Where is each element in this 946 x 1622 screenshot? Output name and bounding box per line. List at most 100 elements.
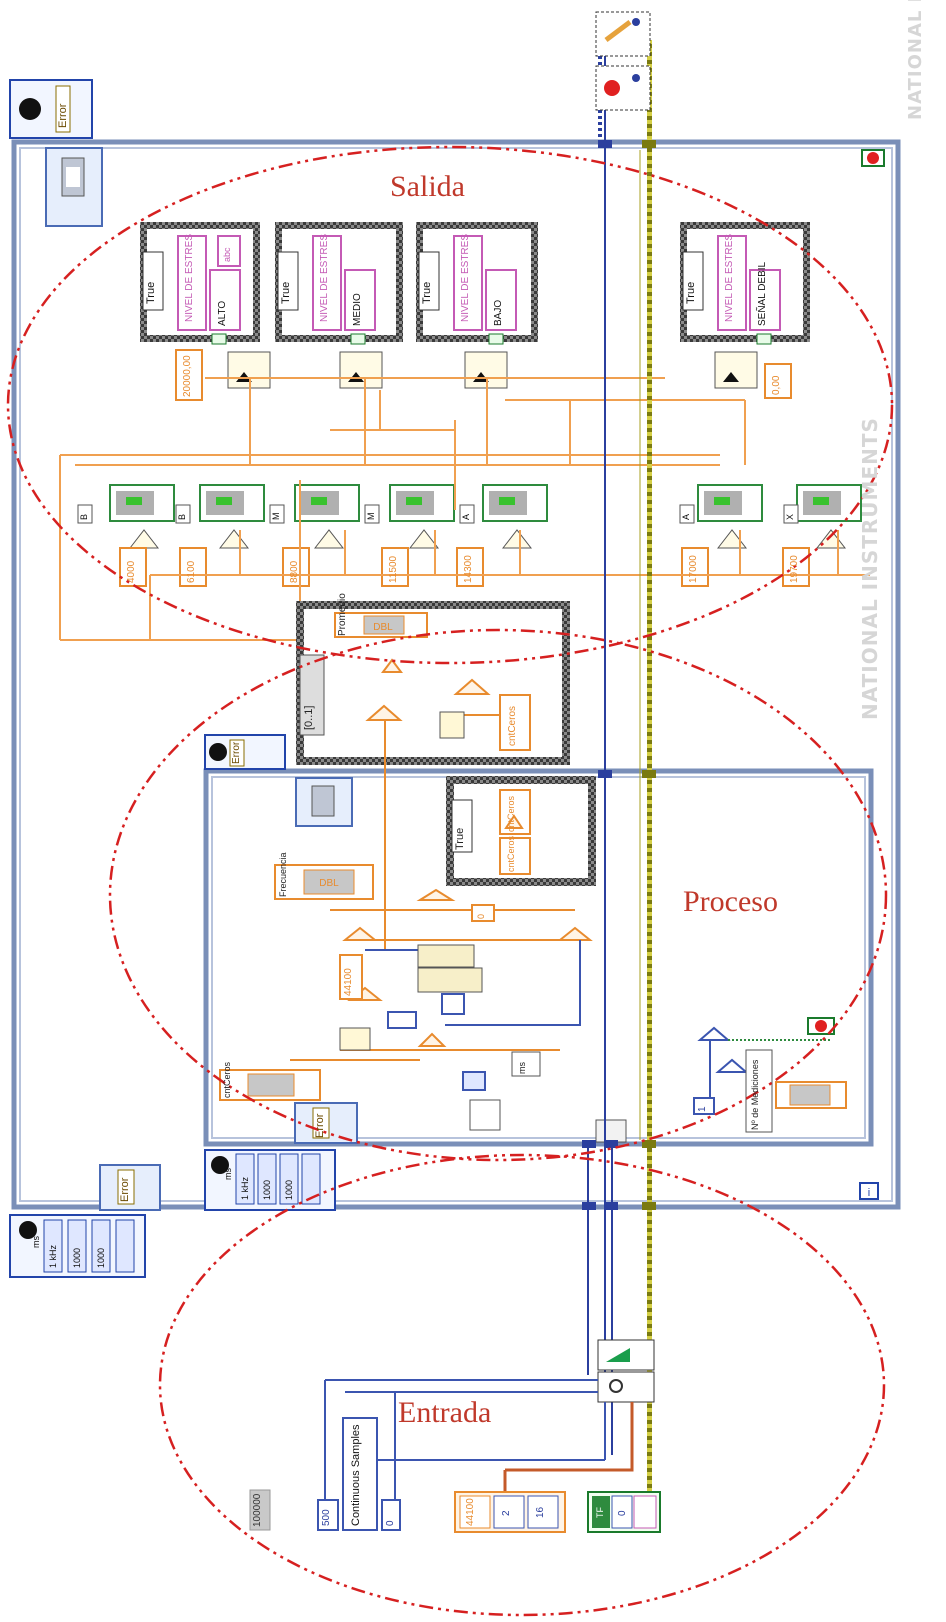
error-cluster-inner[interactable] [205,735,285,769]
timing-outer-dt: 1000 [73,1248,82,1268]
threshold-text-4: 11500 [389,556,399,583]
iteration-value: 1 [698,1106,708,1112]
case-value-3: BAJO [494,300,504,326]
timing-inner-ms: ms [224,1168,233,1180]
timing-inner-last: 1000 [285,1180,294,1200]
boolean-led-2 [200,485,264,521]
case-label-4: NIVEL DE ESTRES [725,234,735,322]
svg-text:DBL: DBL [319,878,339,889]
frecuencia-label: Frecuencia [279,852,288,897]
svg-text:i: i [868,1187,870,1199]
zero2-value: 0 [618,1510,628,1516]
subvi-array[interactable] [340,1028,370,1050]
sound-config-vi[interactable] [598,1372,654,1402]
entrada-label: Entrada [398,1398,491,1428]
rate-value: 100000 [253,1494,263,1527]
mediciones-indicator [746,1050,846,1132]
frecuencia-indicator: DBL [275,865,373,899]
case-structure-1[interactable] [140,222,260,344]
watermark-top: NATIONAL INSTRUMENTS [905,0,926,120]
timing-outer-last: 1000 [97,1248,106,1268]
comparator-6[interactable] [718,530,746,548]
comparator-label-3: M [272,513,281,521]
comparator-label-6: A [682,514,691,520]
threshold-text-3: 8800 [290,561,300,583]
boolean-led-1 [110,485,174,521]
case-local-2: cntCeros [507,836,516,872]
comparator-4[interactable] [410,530,438,548]
boolean-led-6 [698,485,762,521]
zero-value-entrada: 0 [386,1520,396,1526]
case-selector-2: True [281,282,292,304]
comparator-label-4: M [367,513,376,521]
threshold-text-1: 4000 [127,561,137,583]
promedio-iterator-label: [0..1] [304,706,315,730]
error-cluster-inner-bottom[interactable] [295,1103,357,1143]
case-structure-3[interactable] [416,222,538,344]
timing-inner-dt: 1000 [263,1180,272,1200]
case-selector-cnt: True [455,828,466,850]
channels-value: 2 [502,1510,512,1516]
sound-read-vi[interactable] [598,1340,654,1370]
case-local-1: cntCeros [507,796,516,832]
case-selector-3: True [422,282,433,304]
entrada-ellipse [160,1155,884,1615]
comparator-label-2: B [178,514,187,520]
cluster-control-inner[interactable] [296,778,352,826]
case-label-3: NIVEL DE ESTRES [461,234,471,322]
case-label-2: NIVEL DE ESTRES [320,234,330,322]
bits-value: 16 [536,1507,546,1518]
timing-vi[interactable] [596,1120,626,1142]
threshold-text-2: 6100 [187,561,197,583]
subvi-spectrum[interactable] [418,968,482,992]
cntceros-label: cntCeros [223,1062,232,1098]
threshold-text-6: 17000 [689,555,699,583]
cntceros-indicator [220,1070,320,1100]
case-value-4: SEÑAL DEBIL [758,262,768,326]
comparator-3[interactable] [315,530,343,548]
abs-node[interactable] [470,1100,500,1130]
case-value-2: MEDIO [353,293,363,326]
comparator-label-7: X [786,514,795,520]
comparator-5[interactable] [503,530,531,548]
comparator-1[interactable] [130,530,158,548]
promedio-label: Promedio [338,593,348,636]
watermark-mid: NATIONAL INSTRUMENTS [858,417,882,720]
promedio-local-label: cntCeros [508,706,518,746]
boolean-led-3 [295,485,359,521]
boolean-led-4 [390,485,454,521]
cluster-control-top[interactable] [46,148,102,226]
proceso-label: Proceso [683,887,778,917]
case-selector-4: True [686,282,697,304]
timing-outer-ms: ms [32,1236,41,1248]
wav-rate-value: 44100 [466,1498,476,1526]
case-label-1: NIVEL DE ESTRES [185,234,195,322]
subvi-fft[interactable] [418,945,474,967]
sound-stop-vi[interactable] [596,66,650,110]
comparator-label-1: B [80,514,89,520]
case-selector-1: True [146,282,157,304]
threshold-text-5: 14300 [464,555,474,583]
case-structure-2[interactable] [275,222,403,344]
comparator-2[interactable] [220,530,248,548]
boolean-led-7 [797,485,861,521]
threshold-text-7: 19700 [790,555,800,583]
promedio-indicator: DBL [335,613,427,637]
sample-rate-label: 44100 [344,968,354,996]
tf-value: TF [596,1507,605,1518]
error-label-outer-bottom: Error [120,1178,131,1202]
case-value-1: ALTO [218,301,228,326]
samples-value: 500 [322,1509,332,1526]
timing-inner-freq: 1 kHz [241,1177,250,1200]
error-cluster-top[interactable] [10,80,92,138]
timing-outer-freq: 1 kHz [49,1245,58,1268]
salida-label: Salida [390,172,465,202]
case-constant-1: abc [223,247,232,262]
select-constant-text-1: 20000,00 [183,355,193,397]
select-node-4[interactable] [715,352,757,388]
comparator-label-5: A [462,514,471,520]
select-constant-text-2: 0,00 [772,376,782,395]
select-node-2[interactable] [340,352,382,388]
error-label-inner-bottom: Error [315,1114,326,1138]
sound-clear-vi[interactable] [596,12,650,56]
